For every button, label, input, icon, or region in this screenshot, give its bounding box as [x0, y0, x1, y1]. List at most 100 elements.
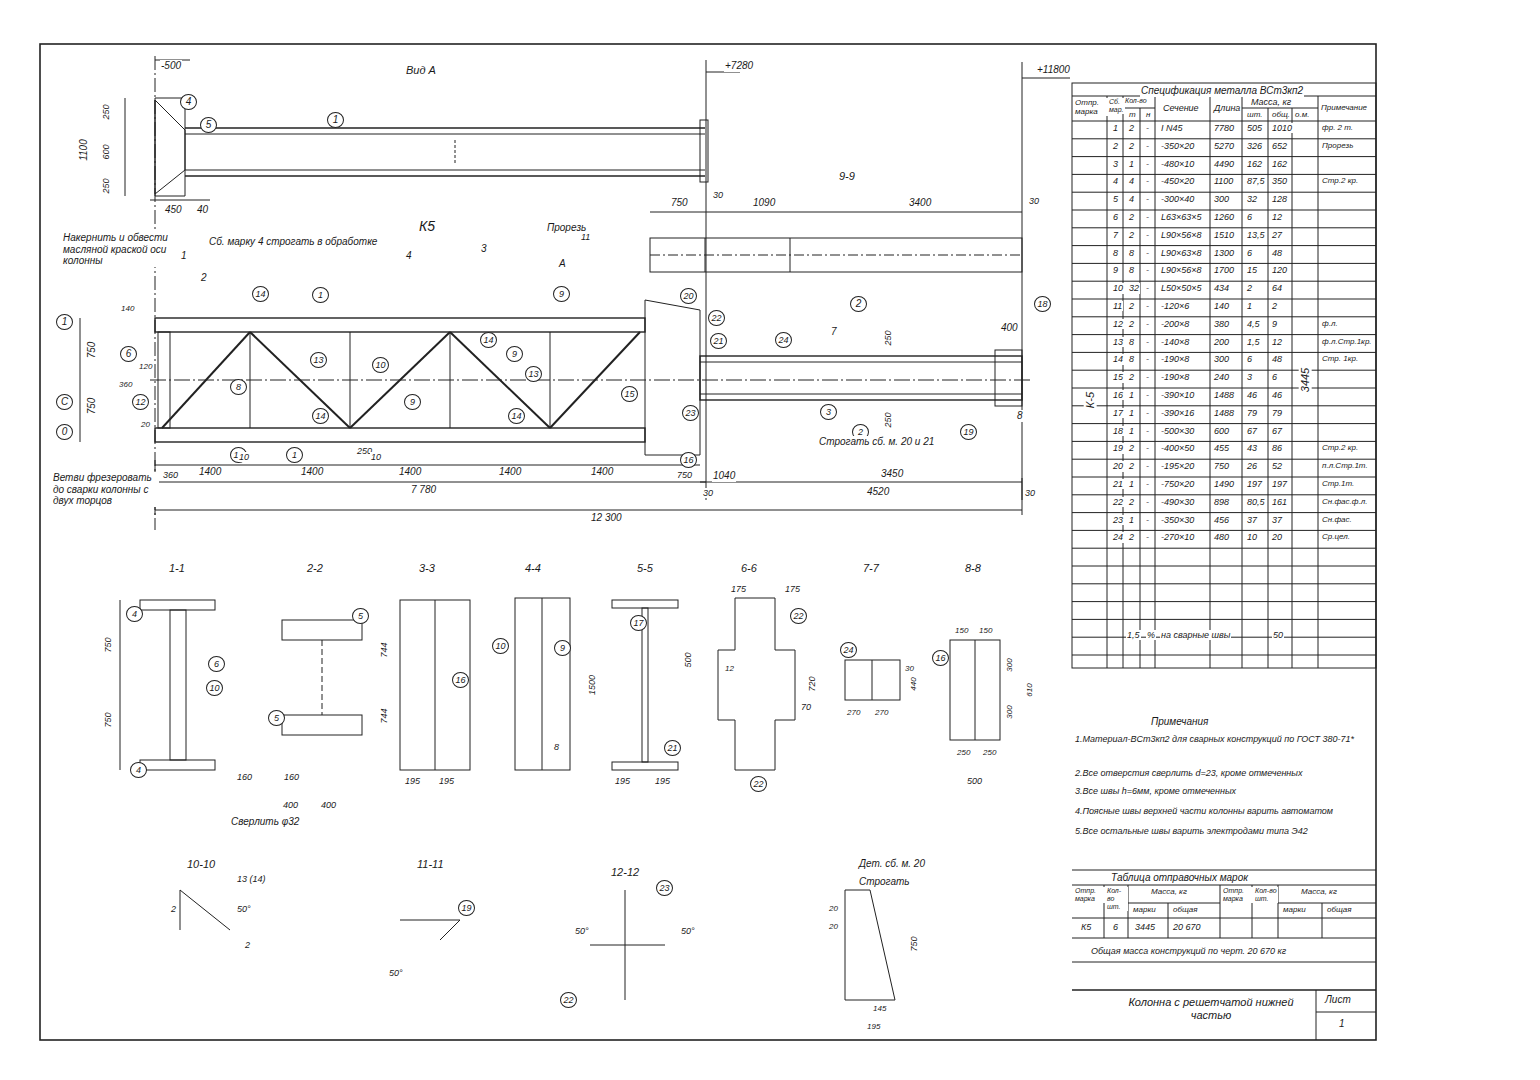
- drawing-label: 1: [1128, 408, 1135, 418]
- callout-number: 18: [1034, 296, 1051, 312]
- drawing-label: 64: [1271, 283, 1283, 293]
- drawing-label: L90×56×8: [1160, 265, 1203, 275]
- drawing-label: Колонна с решетчатой нижней частью: [1110, 996, 1312, 1021]
- drawing-label: 4: [1112, 176, 1119, 186]
- drawing-label: марки: [1132, 905, 1157, 914]
- callout-number: 4: [126, 606, 143, 622]
- drawing-label: -: [1145, 408, 1150, 418]
- drawing-label: 1: [1338, 1018, 1346, 1030]
- drawing-label: 8: [1112, 248, 1119, 258]
- drawing-label: Сечение: [1162, 103, 1200, 113]
- drawing-label: 195: [654, 776, 671, 786]
- drawing-label: 2: [1128, 532, 1135, 542]
- drawing-label: т: [1128, 110, 1137, 119]
- dimension-text: 610: [1025, 682, 1034, 697]
- drawing-label: -: [1145, 497, 1150, 507]
- drawing-label: -195×20: [1160, 461, 1195, 471]
- dimension-text: 3445: [1299, 367, 1312, 393]
- drawing-label: -: [1145, 479, 1150, 489]
- table-rule: [1072, 441, 1376, 442]
- callout-number: 1: [312, 287, 329, 303]
- drawing-label: 400: [1000, 322, 1019, 334]
- drawing-label: -190×8: [1160, 354, 1190, 364]
- callout-number: 21: [710, 333, 727, 349]
- drawing-label: 195: [438, 776, 455, 786]
- drawing-label: 40: [196, 204, 209, 216]
- drawing-label: 1-1: [168, 562, 186, 575]
- drawing-label: 8: [1016, 410, 1024, 422]
- table-rule: [1072, 245, 1376, 246]
- drawing-label: 1: [1128, 515, 1135, 525]
- drawing-label: 7780: [1213, 123, 1235, 133]
- drawing-label: -500×30: [1160, 426, 1195, 436]
- drawing-label: 46: [1246, 390, 1258, 400]
- callout-number: 3: [820, 404, 837, 420]
- drawing-label: 23: [1112, 515, 1124, 525]
- drawing-label: -500: [160, 60, 182, 72]
- drawing-label: 140: [120, 304, 135, 313]
- drawing-label: 8: [1128, 354, 1135, 364]
- drawing-label: 32: [1128, 283, 1140, 293]
- drawing-label: 128: [1271, 194, 1288, 204]
- drawing-label: 750: [676, 470, 693, 480]
- drawing-label: 6: [1112, 922, 1119, 932]
- drawing-label: 10: [238, 452, 250, 462]
- table-rule: [1072, 655, 1376, 656]
- drawing-label: L90×56×8: [1160, 230, 1203, 240]
- drawing-label: 50°: [236, 904, 252, 914]
- drawing-label: 30: [712, 190, 724, 200]
- drawing-label: -: [1145, 390, 1150, 400]
- table-rule: [1072, 227, 1376, 228]
- callout-number: 23: [682, 405, 699, 421]
- drawing-label: 2: [244, 940, 251, 950]
- dimension-text: 250: [883, 411, 893, 428]
- drawing-label: 3: [1112, 159, 1119, 169]
- callout-number: 20: [680, 288, 697, 304]
- drawing-label: 5.Все остальные швы варить электродами т…: [1074, 826, 1309, 836]
- drawing-label: L90×63×8: [1160, 248, 1203, 258]
- drawing-label: 70: [800, 702, 812, 712]
- dimension-text: 300: [1005, 657, 1014, 672]
- drawing-label: -: [1145, 443, 1150, 453]
- drawing-label: 120: [138, 362, 153, 371]
- drawing-label: Стр.2 кр.: [1321, 176, 1359, 185]
- drawing-label: 1260: [1213, 212, 1235, 222]
- drawing-label: 162: [1271, 159, 1288, 169]
- drawing-label: 2: [1246, 283, 1253, 293]
- drawing-label: Кол-во шт.: [1254, 887, 1278, 903]
- drawing-label: 50°: [574, 926, 590, 936]
- drawing-label: 140: [1213, 301, 1230, 311]
- table-rule: [1072, 174, 1376, 175]
- drawing-label: Ср.цел.: [1321, 532, 1351, 541]
- drawing-label: 3445: [1134, 922, 1156, 932]
- drawing-label: Сн.фас.ф.л.: [1321, 497, 1368, 506]
- drawing-label: 160: [283, 772, 300, 782]
- dimension-text: 720: [807, 675, 817, 692]
- table-rule: [1072, 405, 1376, 406]
- drawing-label: 2: [1271, 301, 1278, 311]
- drawing-label: 4,5: [1246, 319, 1261, 329]
- callout-number: 10: [206, 680, 223, 696]
- drawing-label: -: [1145, 123, 1150, 133]
- drawing-label: 150: [954, 626, 969, 635]
- dimension-text: 750: [86, 397, 98, 416]
- drawing-label: -750×20: [1160, 479, 1195, 489]
- drawing-label: 8: [553, 742, 560, 752]
- table-rule: [1072, 316, 1376, 317]
- drawing-label: 7-7: [862, 562, 880, 575]
- drawing-label: -: [1145, 283, 1150, 293]
- drawing-label: 10-10: [186, 858, 216, 871]
- drawing-label: Стр. 1кр.: [1321, 354, 1359, 363]
- drawing-label: 1: [1246, 301, 1253, 311]
- drawing-label: 16: [1112, 390, 1124, 400]
- callout-number: 24: [775, 332, 792, 348]
- dimension-text: К-5: [1084, 391, 1097, 409]
- table-rule: [1072, 352, 1376, 353]
- table-rule: [1072, 548, 1376, 549]
- drawing-label: 30: [904, 664, 915, 673]
- drawing-label: 2: [1112, 141, 1119, 151]
- drawing-label: Ветви фрезеровать до сварки колонны с дв…: [52, 472, 159, 507]
- drawing-label: 48: [1271, 354, 1283, 364]
- callout-number: 9: [404, 394, 421, 410]
- drawing-label: 19: [1112, 443, 1124, 453]
